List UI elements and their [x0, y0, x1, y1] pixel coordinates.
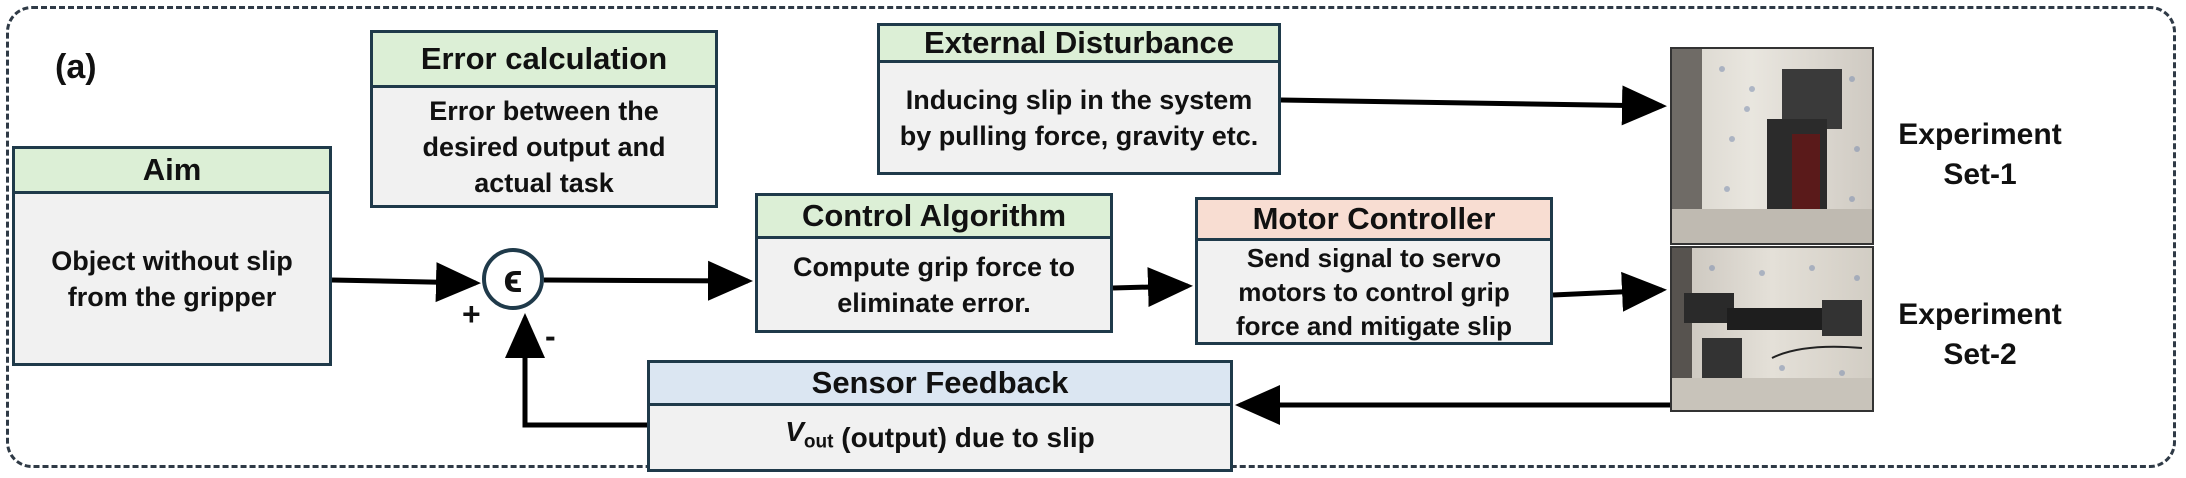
control-algorithm-text: Compute grip force to eliminate error.: [755, 239, 1113, 333]
control-algorithm-block: Control Algorithm Compute grip force to …: [755, 193, 1113, 333]
plus-sign: +: [462, 296, 481, 332]
arrow-disturbance-to-experiment: [1280, 85, 1667, 126]
motor-controller-title: Motor Controller: [1195, 197, 1553, 241]
experiment-set-1-line2: Set-1: [1943, 158, 2017, 191]
arrow-aim-to-sum: [331, 262, 481, 303]
arrow-control-to-motor: [1112, 267, 1193, 308]
sensor-feedback-rest: (output) due to slip: [833, 421, 1095, 453]
arrow-sum-to-control: [543, 260, 753, 301]
experiment-set-2-image: [1672, 248, 1872, 410]
minus-sign: -: [545, 318, 556, 354]
error-calculation-text: Error between the desired output and act…: [370, 88, 718, 208]
aim-text: Object without slip from the gripper: [12, 194, 332, 366]
summing-junction: ϵ: [482, 248, 544, 310]
experiment-set-1-label: Experiment Set-1: [1880, 115, 2080, 195]
arrow-sensor-to-sum: [505, 313, 647, 428]
control-algorithm-title: Control Algorithm: [755, 193, 1113, 239]
sensor-feedback-text: Vout (output) due to slip: [647, 406, 1233, 472]
aim-block: Aim Object without slip from the gripper: [12, 146, 332, 366]
sensor-feedback-block: Sensor Feedback Vout (output) due to sli…: [647, 360, 1233, 472]
error-calculation-block: Error calculation Error between the desi…: [370, 30, 718, 208]
motor-controller-text: Send signal to servo motors to control g…: [1195, 241, 1553, 345]
sensor-feedback-title: Sensor Feedback: [647, 360, 1233, 406]
experiment-set-2-line2: Set-2: [1943, 338, 2017, 371]
experiment-set-2-line1: Experiment: [1898, 298, 2062, 331]
vout-symbol: Vout: [785, 416, 834, 453]
motor-controller-block: Motor Controller Send signal to servo mo…: [1195, 197, 1553, 345]
experiment-set-2-label: Experiment Set-2: [1880, 295, 2080, 375]
experiment-set-1-image: [1672, 49, 1872, 243]
experiment-set-1-photo: [1670, 47, 1874, 245]
experiment-set-2-photo: [1670, 246, 1874, 412]
experiment-set-1-line1: Experiment: [1898, 118, 2062, 151]
external-disturbance-text: Inducing slip in the system by pulling f…: [877, 63, 1281, 175]
aim-title: Aim: [12, 146, 332, 194]
error-calculation-title: Error calculation: [370, 30, 718, 88]
external-disturbance-block: External Disturbance Inducing slip in th…: [877, 23, 1281, 175]
arrow-motor-to-experiment: [1552, 271, 1667, 312]
external-disturbance-title: External Disturbance: [877, 23, 1281, 63]
panel-label: (a): [55, 48, 97, 86]
